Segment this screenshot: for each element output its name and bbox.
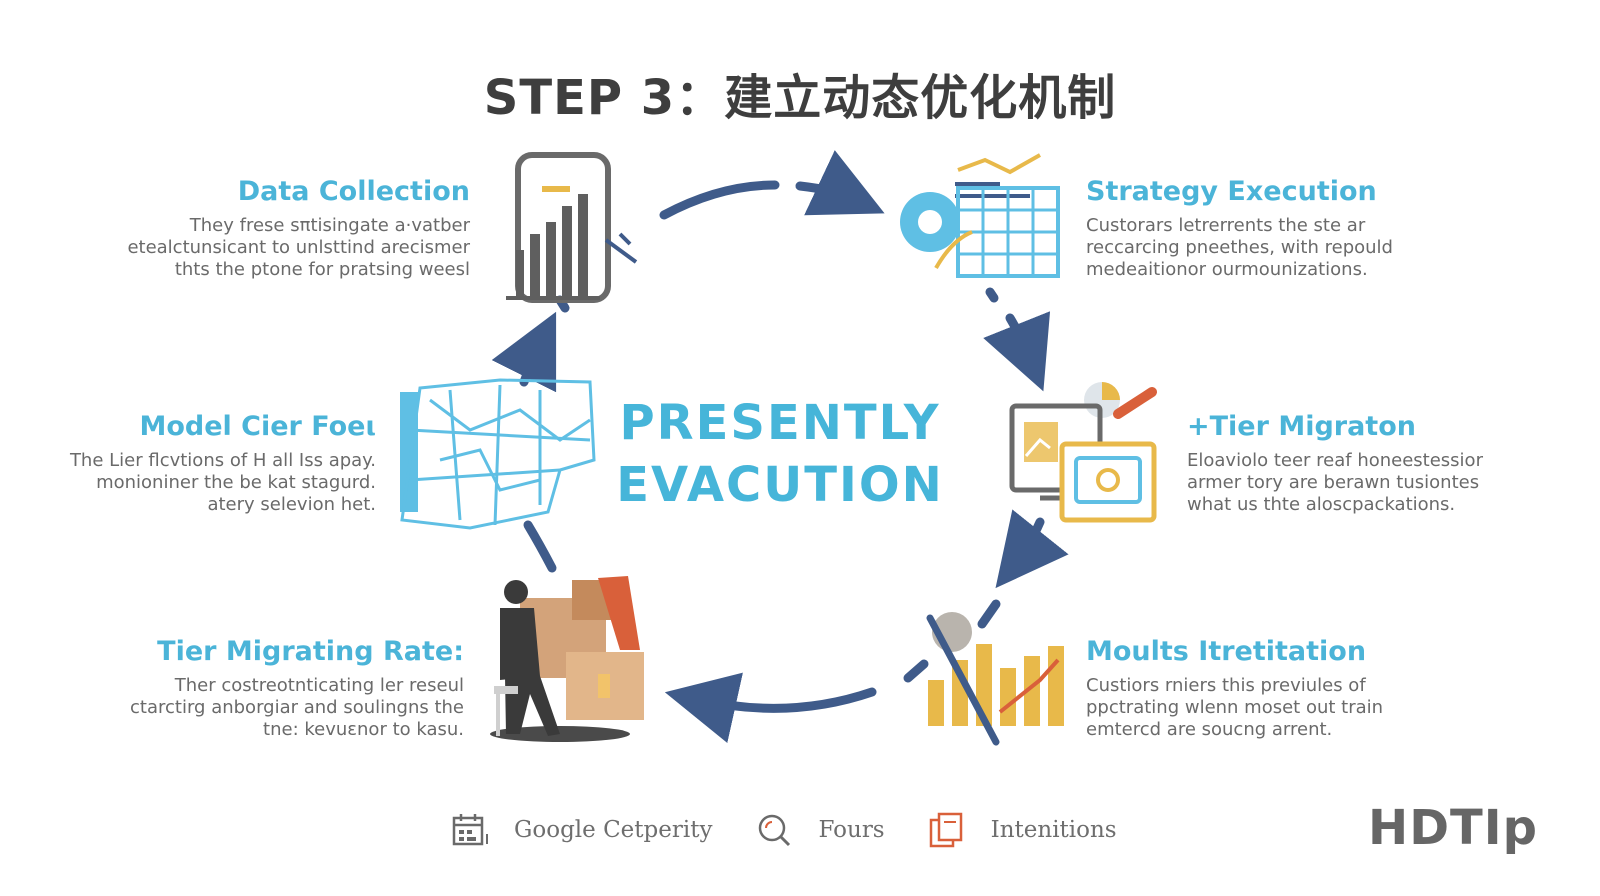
step-desc-line: what us thte aloscpackations. (1187, 494, 1456, 515)
step-desc-line: monioniner the be kat stagurd. (96, 472, 376, 493)
cycle-arrow-right-upper (983, 287, 1051, 392)
step-heading: Tier Migrating Rate: (157, 636, 464, 667)
step-desc-line: The Lier flcvtions of H all Iss apay. (69, 450, 376, 471)
step-desc-line: They frese sπtisingate a·vatber (189, 215, 470, 236)
page-title: STEP 3：建立动态优化机制 (483, 70, 1117, 126)
step-desc-line: emtercd are soucng arrent. (1086, 719, 1333, 740)
step-desc-line: reccarcing pneethes, with repould (1086, 237, 1393, 258)
step-heading: Data Collection (237, 176, 470, 207)
gear-grid-illustration (900, 153, 1060, 278)
person-boxes-illustration (490, 576, 644, 742)
step-model-cier: Model Cier Foeι The Lier flcvtions of H … (70, 411, 376, 516)
step-desc-line: atery selevion het. (207, 494, 376, 515)
step-heading: +Tier Migraton (1187, 411, 1416, 442)
brand-logo: HDTIp (1368, 800, 1538, 856)
copy-icon (929, 812, 962, 848)
step-desc-line: tne: kevuεnor to kasu. (263, 719, 464, 740)
footer-item-label: Fours (818, 817, 885, 843)
footer-item-label: Google Cetperity (514, 817, 713, 843)
footer-item-fours[interactable]: Fours (754, 810, 885, 850)
cycle-arrow-top (659, 150, 885, 220)
center-label-line2: EVACUTION (616, 457, 944, 513)
step-strategy-execution: Strategy Execution Custorars letrerrents… (1086, 176, 1393, 281)
cycle-arrow-left-upper (491, 295, 570, 393)
step-desc-line: etealctunsicant to unlsttind arecismer (127, 237, 470, 258)
step-heading: Moults Itretitation (1086, 636, 1367, 667)
step-desc-line: medeaitionor ourmounizations. (1086, 259, 1368, 280)
tools-chart-illustration (926, 612, 1064, 746)
step-desc-line: ctarctirg anborgiar and soulingns the (130, 697, 464, 718)
step-desc-line: Ther costreotnticating ler reseul (174, 675, 464, 696)
cycle-arrow-bottom (664, 672, 877, 743)
monitor-illustration (1009, 382, 1157, 523)
step-tier-migration: +Tier Migraton Eloaviolo teer reaf honee… (1187, 411, 1483, 516)
footer-links: Google Cetperity Fours Intenitions (450, 808, 1159, 852)
center-label: PRESENTLY EVACUTION (600, 392, 960, 516)
step-desc-line: thts the ptone for pratsing weesl (174, 259, 470, 280)
step-heading: Strategy Execution (1086, 176, 1377, 207)
step-moults-itretitation: Moults Itretitation Custiors rniers this… (1086, 636, 1383, 741)
step-desc-line: Eloaviolo teer reaf honeestessior (1187, 450, 1483, 471)
step-desc-line: ppctrating wlenn moset out train (1086, 697, 1384, 718)
footer-item-intenitions[interactable]: Intenitions (927, 810, 1117, 850)
footer-item-label: Intenitions (990, 817, 1117, 843)
phone-chart-illustration (506, 152, 638, 303)
step-tier-migrating-rate: Tier Migrating Rate: Ther costreotnticat… (130, 636, 464, 741)
search-icon (759, 814, 791, 847)
footer-item-google[interactable]: Google Cetperity (450, 810, 712, 850)
cycle-arrow-left-lower (523, 520, 557, 573)
center-label-line1: PRESENTLY (619, 395, 941, 451)
step-desc-line: armer tory are berawn tusiontes (1187, 472, 1480, 493)
cycle-arrow-br-dash (903, 599, 1001, 683)
step-desc-line: Custiors rniers this previules of (1086, 675, 1366, 696)
step-data-collection: Data Collection They frese sπtisingate a… (127, 176, 470, 281)
step-heading: Model Cier Foeι (139, 411, 376, 442)
calendar-icon (452, 814, 488, 846)
cycle-arrow-right-lower (995, 509, 1069, 589)
step-desc-line: Custorars letrerrents the ste ar (1086, 215, 1366, 236)
map-illustration (400, 378, 596, 530)
